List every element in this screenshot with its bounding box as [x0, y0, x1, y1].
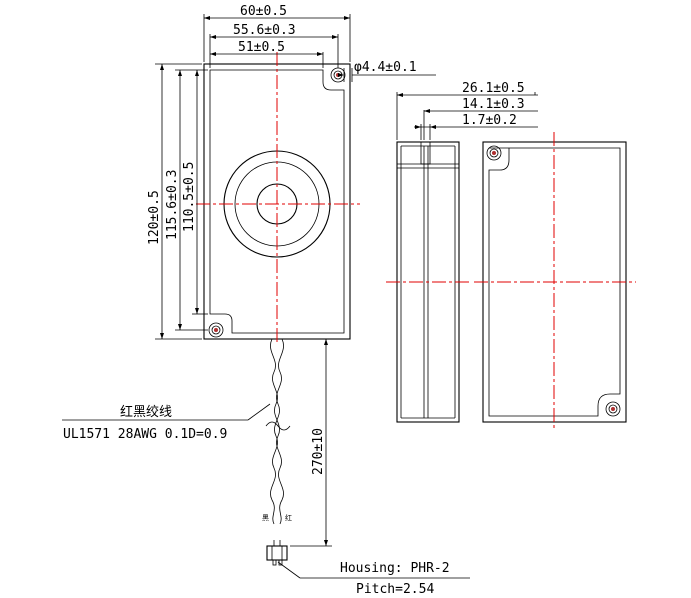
back-hole-bottom-right — [605, 401, 621, 417]
dim-width-inner: 51±0.5 — [238, 40, 285, 55]
wire-label: 红黑绞线 UL1571 28AWG 0.1D=0.9 — [62, 403, 271, 442]
front-width-dims: 60±0.5 55.6±0.3 51±0.5 φ4.4±0.1 — [203, 4, 436, 82]
front-height-dims: 120±0.5 115.6±0.3 110.5±0.5 — [147, 63, 208, 340]
side-view — [386, 141, 470, 423]
wire-color-b: 红 — [285, 513, 292, 522]
wire-name: 红黑绞线 — [120, 404, 172, 420]
dim-width-mid: 55.6±0.3 — [233, 23, 296, 38]
pitch-value: Pitch=2.54 — [356, 582, 434, 597]
dim-height-inner: 110.5±0.5 — [182, 162, 197, 232]
front-view — [196, 52, 360, 345]
dim-depth-overall: 26.1±0.5 — [462, 81, 525, 96]
dim-height-mid: 115.6±0.3 — [165, 170, 180, 240]
back-hole-top-left — [486, 145, 502, 161]
dim-height-overall: 120±0.5 — [147, 190, 162, 245]
housing-type: Housing: PHR-2 — [340, 561, 450, 576]
housing-label: Housing: PHR-2 Pitch=2.54 — [277, 561, 470, 597]
front-body-inner — [209, 69, 345, 334]
dim-depth-mid: 14.1±0.3 — [462, 97, 525, 112]
mounting-hole-bottom-left — [208, 322, 224, 338]
wire-color-a: 黑 — [262, 514, 269, 522]
back-view — [474, 132, 636, 430]
dim-depth-small: 1.7±0.2 — [462, 113, 517, 128]
dim-hole-diameter: φ4.4±0.1 — [354, 60, 417, 75]
dim-wire-length: 270±10 — [311, 428, 326, 475]
dim-width-overall: 60±0.5 — [240, 4, 287, 19]
wire-spec: UL1571 28AWG 0.1D=0.9 — [63, 427, 227, 442]
twisted-wire: 黑 红 — [262, 338, 292, 525]
wire-length-dim: 270±10 — [290, 339, 332, 547]
connector — [266, 540, 288, 566]
side-depth-dims: 26.1±0.5 14.1±0.3 1.7±0.2 — [396, 81, 538, 140]
